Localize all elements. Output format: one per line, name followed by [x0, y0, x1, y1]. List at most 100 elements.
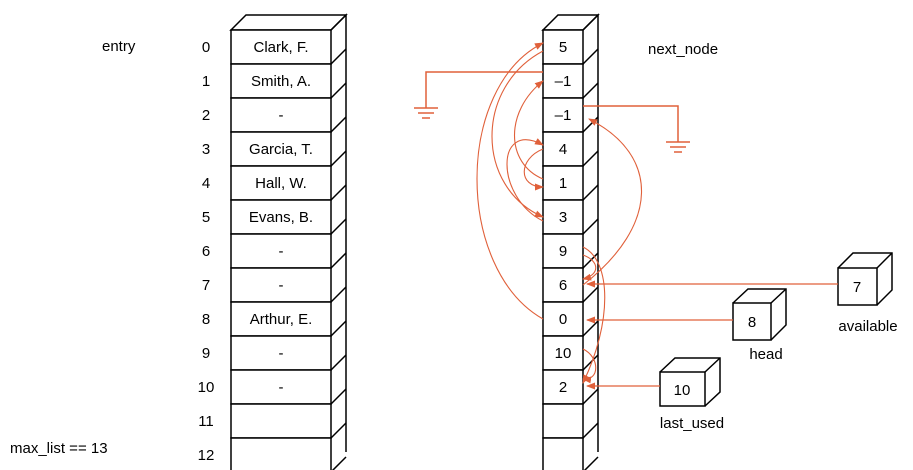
index-label: 5: [202, 209, 210, 226]
next-node-side-edge: [582, 82, 599, 99]
link-6-to-10: [582, 246, 606, 384]
entry-side-edge: [330, 320, 347, 337]
entry-side-edge: [331, 456, 347, 470]
last-used-value: 10: [674, 382, 691, 399]
next-node-value: 6: [559, 277, 567, 294]
link-7-to-2: [582, 118, 643, 286]
next-node-value: –1: [555, 73, 572, 90]
link-6-to-7: [582, 254, 597, 281]
entry-value: Clark, F.: [253, 39, 308, 56]
next-node-side-edge: [582, 354, 599, 371]
entry-side-edge: [330, 48, 347, 65]
next-node-cell: [542, 403, 584, 439]
entry-cell: [230, 131, 332, 167]
next-node-side-edge: [582, 388, 599, 405]
entry-side-edge: [330, 82, 347, 99]
next-node-side-edge: [583, 456, 599, 470]
head-label: head: [749, 346, 782, 363]
entry-side-edge: [330, 184, 347, 201]
entry-top-face: [229, 14, 348, 31]
ground-symbol-right: [583, 105, 690, 153]
next-node-side-edge: [582, 286, 599, 303]
next-node-value: 9: [559, 243, 567, 260]
available-value: 7: [853, 279, 861, 296]
entry-cell: [230, 199, 332, 235]
next-node-side-edge: [582, 422, 599, 439]
entry-array: Clark, F. Smith, A. - Garcia, T. Hall, W. Eva…: [229, 13, 348, 470]
link-3-to-4: [523, 148, 544, 191]
entry-cell: [230, 437, 332, 470]
index-label: 0: [202, 39, 210, 56]
index-label: 2: [202, 107, 210, 124]
index-label: 3: [202, 141, 210, 158]
next-node-label: next_node: [648, 41, 718, 58]
next-node-side-edge: [582, 150, 599, 167]
next-node-side-edge: [582, 320, 599, 337]
entry-value: Evans, B.: [249, 209, 313, 226]
index-label: 10: [198, 379, 215, 396]
entry-label: entry: [102, 38, 136, 55]
entry-side-edge: [330, 116, 347, 133]
next-node-value: 1: [559, 175, 567, 192]
pointer-arrows: [586, 280, 838, 390]
link-9-to-10: [582, 348, 597, 384]
next-node-cell: [542, 233, 584, 269]
entry-cell: [230, 335, 332, 371]
entry-side-edge: [330, 218, 347, 235]
head-value: 8: [748, 314, 756, 331]
index-label: 4: [202, 175, 210, 192]
entry-cell: [230, 63, 332, 99]
entry-side-edge: [330, 388, 347, 405]
entry-value: Smith, A.: [251, 73, 311, 90]
entry-side-edge: [330, 286, 347, 303]
link-5-to-3: [506, 138, 544, 222]
index-label: 11: [198, 413, 214, 430]
index-label: 12: [198, 447, 215, 464]
max-list-label: max_list == 13: [10, 440, 108, 457]
entry-cell: [230, 267, 332, 303]
link-8-to-0: [476, 42, 544, 320]
entry-value: Hall, W.: [255, 175, 307, 192]
next-node-cell: [542, 267, 584, 303]
next-node-cell: [542, 131, 584, 167]
entry-value: -: [279, 277, 284, 294]
ground-symbol-left: [414, 71, 543, 119]
last-used-pointer-box: 10: [659, 357, 721, 407]
entry-side-edge: [330, 354, 347, 371]
entry-side-edge: [330, 422, 347, 439]
entry-value: -: [279, 107, 284, 124]
next-node-side-edge: [582, 252, 599, 269]
entry-cell: [230, 29, 332, 65]
next-node-cell: [542, 165, 584, 201]
next-node-value: 5: [559, 39, 567, 56]
index-label: 1: [202, 73, 210, 90]
index-label: 7: [202, 277, 210, 294]
entry-value: -: [279, 379, 284, 396]
entry-side-edge: [330, 252, 347, 269]
entry-side-edge: [330, 150, 347, 167]
available-pointer-box: 7: [837, 252, 893, 306]
next-node-side-edge: [582, 48, 599, 65]
link-0-to-5: [491, 50, 544, 218]
entry-value: Arthur, E.: [250, 311, 313, 328]
entry-value: -: [279, 345, 284, 362]
index-label: 9: [202, 345, 210, 362]
next-node-value: –1: [555, 107, 572, 124]
next-node-links: [476, 42, 643, 384]
next-node-value: 2: [559, 379, 567, 396]
entry-value: Garcia, T.: [249, 141, 313, 158]
available-label: available: [838, 318, 897, 335]
index-label: 8: [202, 311, 210, 328]
entry-value: -: [279, 243, 284, 260]
next-node-cell: [542, 437, 584, 470]
last-used-label: last_used: [660, 415, 724, 432]
entry-cell: [230, 369, 332, 405]
next-node-value: 3: [559, 209, 567, 226]
entry-side-face: [330, 13, 347, 452]
link-4-to-1: [513, 80, 544, 180]
index-label: 6: [202, 243, 210, 260]
next-node-value: 0: [559, 311, 567, 328]
next-node-value: 4: [559, 141, 567, 158]
